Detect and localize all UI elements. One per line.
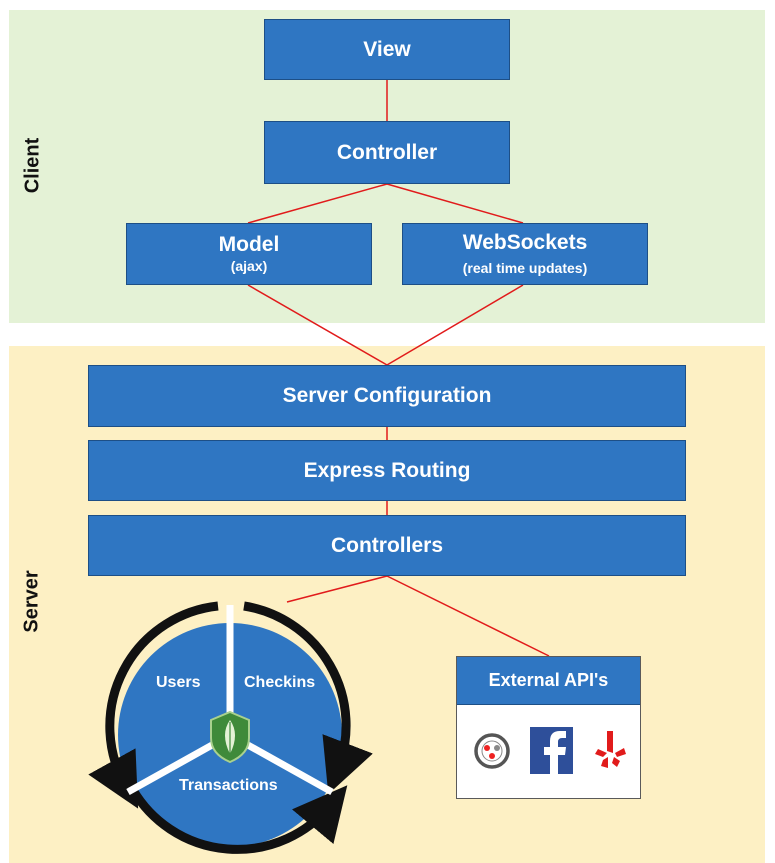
websockets-sublabel: (real time updates): [462, 260, 588, 276]
segment-transactions-label: Transactions: [179, 777, 278, 794]
foursquare-like-icon: [474, 733, 510, 769]
view-box: View: [264, 19, 510, 80]
cycle-arrow-checkins: [243, 601, 373, 795]
segment-users-label: Users: [156, 674, 201, 691]
server-configuration-box: Server Configuration: [88, 365, 686, 427]
express-routing-box: Express Routing: [88, 440, 686, 501]
model-label: Model: [218, 233, 280, 256]
external-api-icons: [474, 727, 626, 774]
facebook-icon: [530, 727, 573, 774]
cycle-arrow-users: [88, 601, 219, 809]
model-box: Model (ajax): [126, 223, 372, 285]
model-sublabel: (ajax): [230, 258, 268, 274]
controller-websockets-connector: [386, 183, 524, 224]
cycle-arrow-transactions: [129, 785, 348, 854]
controllers-box: Controllers: [88, 515, 686, 576]
external-apis-card: External API's: [456, 656, 641, 799]
model-server-connector: [247, 284, 388, 366]
yelp-icon: [595, 731, 626, 768]
websockets-box: WebSockets (real time updates): [402, 223, 648, 285]
server-configuration-label: Server Configuration: [282, 384, 492, 407]
view-label: View: [363, 37, 411, 61]
mongodb-leaf-icon: [210, 710, 250, 764]
controllers-db-connector: [286, 575, 388, 603]
controller-model-connector: [247, 183, 388, 224]
segment-checkins-label: Checkins: [244, 674, 316, 691]
external-apis-title: External API's: [457, 657, 640, 705]
controllers-external-connector: [386, 575, 550, 657]
websockets-label: WebSockets: [462, 231, 588, 254]
websockets-server-connector: [386, 284, 524, 366]
controllers-label: Controllers: [330, 533, 443, 557]
express-routing-label: Express Routing: [303, 458, 471, 482]
controller-label: Controller: [336, 140, 438, 164]
controller-box: Controller: [264, 121, 510, 184]
